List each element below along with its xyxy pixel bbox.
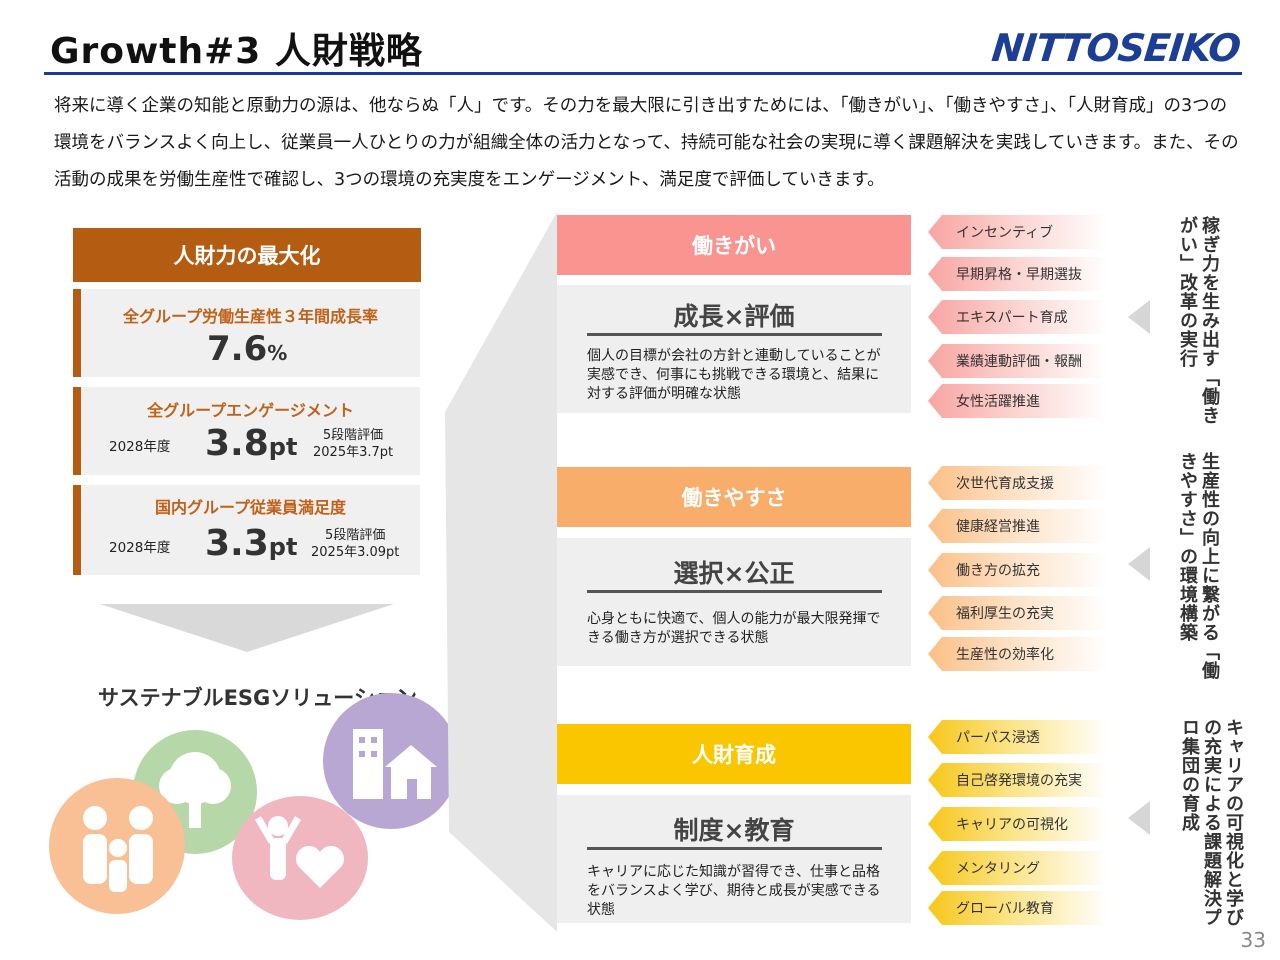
pointer-arrow-icon xyxy=(1128,300,1150,334)
side-caption: 稼ぎ力を生み出す「働きがい」改革の実行 xyxy=(1177,216,1220,425)
kpi-value: 3.3pt xyxy=(205,523,298,564)
tag: グローバル教育 xyxy=(928,891,1108,925)
family-icon xyxy=(83,806,153,892)
category-header-hatarakigai: 働きがい xyxy=(557,215,911,275)
category-box-jinzai-ikusei: 制度×教育 キャリアに応じた知識が習得でき、仕事と品格をバランスよく学び、期待と… xyxy=(557,795,911,923)
title-rule xyxy=(587,590,882,593)
category-title: 成長×評価 xyxy=(673,302,795,331)
kpi-label: 国内グループ従業員満足度 xyxy=(154,498,347,517)
funnel-connector xyxy=(445,212,557,932)
title-rule xyxy=(587,333,882,336)
side-caption: キャリアの可視化と学びの充実による課題解決プロ集団の育成 xyxy=(1179,718,1244,927)
kpi-value: 7.6% xyxy=(207,329,288,369)
tag: 福利厚生の充実 xyxy=(928,596,1108,630)
heart-circle xyxy=(232,796,368,920)
kpi-label: 全グループ労働生産性３年間成長率 xyxy=(122,307,379,326)
tag: 次世代育成支援 xyxy=(928,466,1108,500)
page-number: 33 xyxy=(1240,928,1266,952)
category-box-hatarakiyasusa: 選択×公正 心身ともに快適で、個人の能力が最大限発揮できる働き方が選択できる状態 xyxy=(557,538,911,666)
side-caption: 生産性の向上に繋がる「働きやすさ」の環境構築 xyxy=(1177,452,1220,680)
tree-icon xyxy=(159,752,231,828)
tag: 健康経営推進 xyxy=(928,509,1108,543)
company-logo: NITTOSEIKO xyxy=(962,26,1244,70)
intro-paragraph: 将来に導く企業の知能と原動力の源は、他ならぬ「人」です。その力を最大限に引き出す… xyxy=(54,96,1239,190)
family-circle xyxy=(49,778,185,914)
logo-text: NITTOSEIKO xyxy=(989,26,1243,70)
kpi-label: 全グループエンゲージメント xyxy=(147,401,354,420)
tag: 女性活躍推進 xyxy=(928,384,1108,418)
category-desc: キャリアに応じた知識が習得でき、仕事と品格をバランスよく学び、期待と成長が実感で… xyxy=(587,864,881,918)
kpi-year: 2028年度 xyxy=(109,439,171,455)
category-title: 選択×公正 xyxy=(673,559,795,588)
heart-person-icon xyxy=(254,816,345,888)
category-box-hatarakigai: 成長×評価 個人の目標が会社の方針と連動していることが実感でき、何事にも挑戦でき… xyxy=(557,285,911,413)
maximize-header: 人財力の最大化 xyxy=(73,228,421,282)
pointer-arrow-icon xyxy=(1128,801,1150,835)
tag: パーパス浸透 xyxy=(928,720,1108,754)
pointer-arrow-icon xyxy=(1128,547,1150,581)
tag: キャリアの可視化 xyxy=(928,807,1108,841)
tag: 早期昇格・早期選抜 xyxy=(928,257,1108,291)
tag: 自己啓発環境の充実 xyxy=(928,763,1108,797)
category-title: 制度×教育 xyxy=(673,816,795,845)
page-title: Growth#3 人財戦略 xyxy=(50,31,423,72)
tag: 業績連動評価・報酬 xyxy=(928,344,1108,378)
tag: メンタリング xyxy=(928,851,1108,885)
building-icon xyxy=(353,729,437,799)
title-divider xyxy=(44,72,1242,75)
kpi-productivity: 全グループ労働生産性３年間成長率 7.6% xyxy=(73,289,420,377)
tag: 生産性の効率化 xyxy=(928,637,1108,671)
category-header-hatarakiyasusa: 働きやすさ xyxy=(557,467,911,527)
category-header-jinzai-ikusei: 人財育成 xyxy=(557,724,911,784)
kpi-value: 3.8pt xyxy=(205,423,298,464)
building-circle xyxy=(323,693,459,829)
category-desc: 個人の目標が会社の方針と連動していることが実感でき、何事にも挑戦できる環境と、結… xyxy=(587,348,881,402)
category-desc: 心身ともに快適で、個人の能力が最大限発揮できる働き方が選択できる状態 xyxy=(587,611,881,646)
tag: インセンティブ xyxy=(928,215,1108,249)
tag: 働き方の拡充 xyxy=(928,553,1108,587)
tag: エキスパート育成 xyxy=(928,300,1108,334)
down-arrow-icon xyxy=(100,604,394,652)
title-rule xyxy=(587,847,882,850)
kpi-year: 2028年度 xyxy=(109,540,171,556)
